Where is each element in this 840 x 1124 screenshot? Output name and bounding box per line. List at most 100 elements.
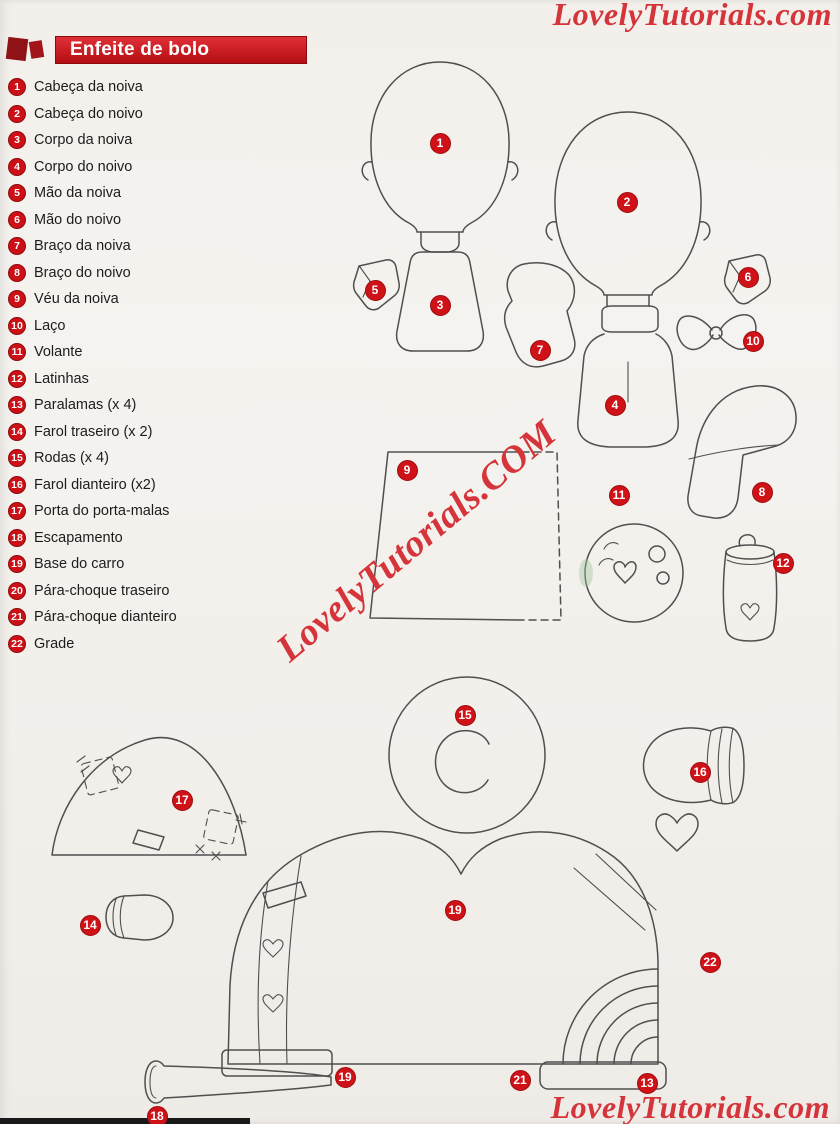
legend-item: 8 Braço do noivo xyxy=(8,260,300,287)
legend-item-label: Farol dianteiro (x2) xyxy=(34,476,156,493)
part-marker-paralamas: 13 xyxy=(636,1072,658,1094)
legend-item: 7 Braço da noiva xyxy=(8,233,300,260)
legend-item: 20 Pára-choque traseiro xyxy=(8,578,300,605)
legend-item: 10 Laço xyxy=(8,313,300,340)
part-marker-corpo-da-noiva: 3 xyxy=(429,294,451,316)
legend-item-label: Volante xyxy=(34,344,83,361)
shape-groom-arm xyxy=(687,385,797,519)
legend-item-label: Cabeça do noivo xyxy=(34,105,143,122)
legend-item: 14 Farol traseiro (x 2) xyxy=(8,419,300,446)
legend-item-label: Corpo da noiva xyxy=(34,132,133,149)
legend-item-label: Véu da noiva xyxy=(34,291,119,308)
legend-item-number: 22 xyxy=(8,634,26,653)
legend-item-label: Paralamas (x 4) xyxy=(34,397,137,414)
part-marker-volante: 11 xyxy=(608,484,630,506)
legend-item-label: Latinhas xyxy=(34,370,89,387)
legend-item: 2 Cabeça do noivo xyxy=(8,101,300,128)
shape-wheel xyxy=(388,676,546,834)
legend-item-label: Grade xyxy=(34,635,75,652)
legend-item-number: 3 xyxy=(8,131,26,150)
legend-item-label: Rodas (x 4) xyxy=(34,450,109,467)
legend-item: 22 Grade xyxy=(8,631,300,658)
legend-item-number: 9 xyxy=(8,290,26,309)
part-marker-laco: 10 xyxy=(742,330,764,352)
shape-veil xyxy=(369,451,562,621)
shape-car-body xyxy=(227,830,659,1065)
section-title-banner: Enfeite de bolo xyxy=(55,36,307,64)
part-marker-para-choque-dianteiro: 21 xyxy=(509,1069,531,1091)
legend-item-number: 11 xyxy=(8,343,26,362)
legend-item-number: 21 xyxy=(8,608,26,627)
legend-item-number: 13 xyxy=(8,396,26,415)
legend-item-label: Base do carro xyxy=(34,556,125,573)
legend-item-label: Pára-choque traseiro xyxy=(34,582,170,599)
legend-item-number: 17 xyxy=(8,502,26,521)
part-marker-grade: 22 xyxy=(699,951,721,973)
legend-item-number: 4 xyxy=(8,157,26,176)
legend-item-number: 5 xyxy=(8,184,26,203)
shape-heart xyxy=(655,813,699,852)
legend-item: 17 Porta do porta-malas xyxy=(8,498,300,525)
legend-item-number: 2 xyxy=(8,104,26,123)
part-marker-corpo-do-noivo: 4 xyxy=(604,394,626,416)
shape-cans xyxy=(722,534,778,642)
watermark-bottom-right: LovelyTutorials.com xyxy=(550,1089,830,1124)
shape-bride-arm xyxy=(503,262,576,368)
part-marker-braco-da-noiva: 7 xyxy=(529,339,551,361)
shape-groom-body xyxy=(577,305,679,448)
legend-item: 9 Véu da noiva xyxy=(8,286,300,313)
legend-item-number: 12 xyxy=(8,369,26,388)
shape-tail-light xyxy=(105,894,174,941)
legend-item: 18 Escapamento xyxy=(8,525,300,552)
part-marker-farol-dianteiro: 16 xyxy=(689,761,711,783)
legend-item-label: Pára-choque dianteiro xyxy=(34,609,177,626)
legend-item-label: Cabeça da noiva xyxy=(34,79,143,96)
part-marker-base-do-carro-2: 19 xyxy=(334,1066,356,1088)
legend-item-label: Braço da noiva xyxy=(34,238,131,255)
legend-item-number: 8 xyxy=(8,263,26,282)
shape-trunk-lid xyxy=(51,737,247,861)
legend-item-label: Mão da noiva xyxy=(34,185,122,202)
part-marker-mao-do-noivo: 6 xyxy=(737,266,759,288)
legend-item-number: 10 xyxy=(8,316,26,335)
part-marker-cabeca-da-noiva: 1 xyxy=(429,132,451,154)
legend-item: 3 Corpo da noiva xyxy=(8,127,300,154)
legend-item: 5 Mão da noiva xyxy=(8,180,300,207)
part-marker-latinhas: 12 xyxy=(772,552,794,574)
legend-item-number: 18 xyxy=(8,528,26,547)
legend-item-label: Escapamento xyxy=(34,529,123,546)
torn-ribbon-piece xyxy=(28,40,45,59)
legend-item-label: Laço xyxy=(34,317,66,334)
part-marker-farol-traseiro: 14 xyxy=(79,914,101,936)
legend-item-number: 16 xyxy=(8,475,26,494)
legend-item-number: 7 xyxy=(8,237,26,256)
legend-item-number: 20 xyxy=(8,581,26,600)
part-marker-cabeca-do-noivo: 2 xyxy=(616,191,638,213)
legend-item: 11 Volante xyxy=(8,339,300,366)
legend-item: 16 Farol dianteiro (x2) xyxy=(8,472,300,499)
part-marker-base-do-carro: 19 xyxy=(444,899,466,921)
scan-edge-line xyxy=(0,1118,250,1124)
part-marker-porta-do-porta-malas: 17 xyxy=(171,789,193,811)
watermark-top-right: LovelyTutorials.com xyxy=(552,0,832,32)
shape-exhaust xyxy=(144,1060,332,1104)
shape-bride-head xyxy=(361,61,519,253)
shape-front-bumper xyxy=(539,1061,667,1090)
legend-item-label: Porta do porta-malas xyxy=(34,503,170,520)
legend-item-number: 14 xyxy=(8,422,26,441)
legend-item-label: Farol traseiro (x 2) xyxy=(34,423,153,440)
legend-item-label: Braço do noivo xyxy=(34,264,131,281)
part-marker-braco-do-noivo: 8 xyxy=(751,481,773,503)
shape-groom-head xyxy=(545,111,711,307)
legend-item: 12 Latinhas xyxy=(8,366,300,393)
scan-smudge xyxy=(579,559,593,587)
shape-base-strip xyxy=(221,1049,333,1077)
torn-ribbon-piece xyxy=(5,36,29,62)
